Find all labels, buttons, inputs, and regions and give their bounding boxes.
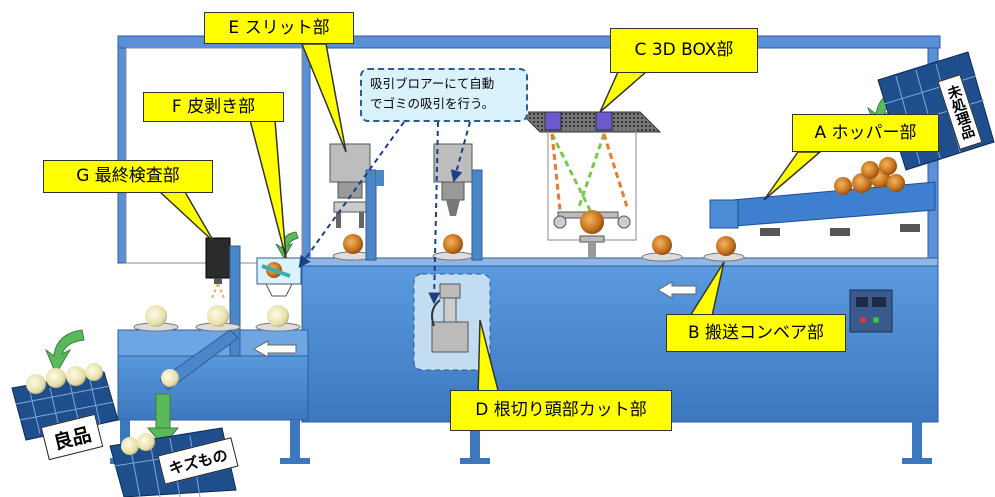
callout-pointers (298, 121, 471, 305)
peeling-unit (256, 257, 302, 297)
3d-box-unit (518, 111, 662, 258)
processed-onions (133, 305, 301, 332)
slit-unit (329, 143, 483, 261)
callout-f-peel: F 皮剥き部 (143, 92, 284, 122)
callout-e-slit: E スリット部 (204, 12, 354, 44)
suction-note-line-1: 吸引ブロアーにて自動 (370, 76, 495, 91)
reject-chute (159, 329, 239, 391)
callout-b-conveyor: B 搬送コンベア部 (666, 314, 846, 352)
callout-a-hopper: A ホッパー部 (792, 114, 939, 152)
inspection-unit (205, 237, 241, 357)
callout-c-3dbox: C 3D BOX部 (610, 28, 758, 73)
unprocessed-basket (877, 51, 995, 171)
suction-note-line-2: でゴミの吸引を行う。 (370, 96, 495, 111)
callout-tails (158, 43, 823, 399)
callout-g-inspect: G 最終検査部 (43, 160, 213, 193)
hopper-unit (709, 157, 936, 236)
conveyor-direction-arrows (252, 281, 697, 358)
conveyor-onions (332, 234, 745, 262)
suction-note: 吸引ブロアーにて自動 でゴミの吸引を行う。 (360, 68, 528, 122)
callout-d-rootcut: D 根切り頭部カット部 (450, 390, 672, 431)
